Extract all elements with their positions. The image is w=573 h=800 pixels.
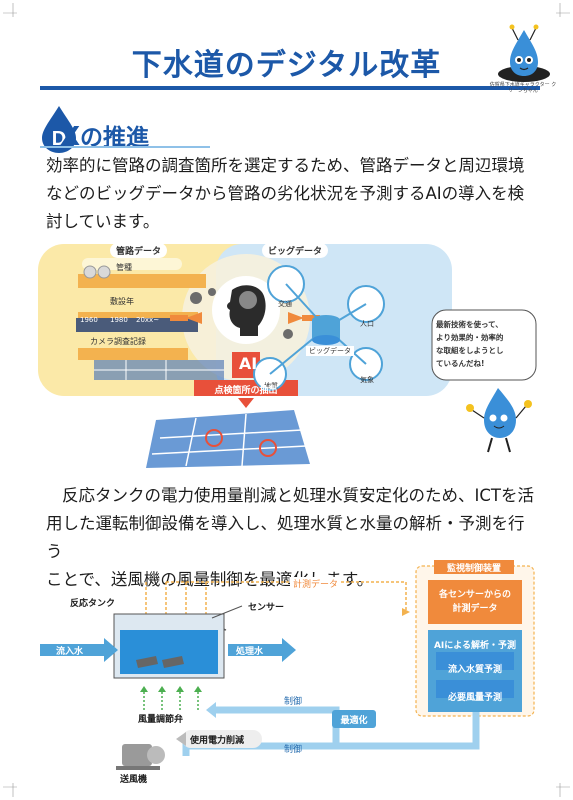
- heading-underline: [40, 146, 210, 148]
- water-quality-prediction: 流入水質予測: [447, 665, 502, 675]
- population-label: 人口: [360, 320, 374, 328]
- traffic-label: 交通: [278, 300, 292, 308]
- svg-text:D: D: [52, 128, 66, 150]
- air-valve-label: 風量調節弁: [138, 715, 184, 725]
- control-label: 制御: [284, 697, 303, 707]
- ai-analysis-label: AIによる解析・予測: [433, 641, 517, 651]
- ai-label: AI: [238, 354, 258, 373]
- sensor-label: センサー: [248, 603, 285, 613]
- inflow-label: 流入水: [56, 647, 84, 657]
- mascot-caption: 佐賀県下水道キャラクター クリーンちゃん: [489, 82, 557, 94]
- paragraph-line: 効率的に管路の調査箇所を選定するため、管路データと周辺環境: [46, 156, 525, 175]
- paragraph-line: 討しています。: [46, 212, 160, 231]
- blower-label: 送風機: [120, 775, 148, 785]
- speech-line: ているんだね!: [436, 359, 485, 368]
- paragraph-line: 用した運転制御設備を導入し、処理水質と水量の解析・予測を行う: [46, 514, 525, 561]
- year-label: 1960: [80, 316, 98, 324]
- reaction-tank-label: 反応タンク: [70, 599, 116, 609]
- speech-line: より効果的・効率的: [436, 333, 504, 342]
- speech-line: な取組をしようとし: [436, 346, 504, 355]
- install-year-label: 敷設年: [110, 297, 134, 306]
- speech-bubble: 最新技術を使って、 より効果的・効率的 な取組をしようとし ているんだね!: [436, 318, 532, 370]
- geology-label: 地質: [264, 382, 278, 390]
- inspection-extraction-label: 点検箇所の抽出: [214, 386, 278, 396]
- crop-mark: [556, 3, 570, 17]
- aeration-control-diagram: [40, 560, 535, 770]
- title-underline: [40, 86, 540, 90]
- sensor-data-box: 各センサーからの 計測データ: [428, 588, 522, 616]
- pipe-data-label: 管路データ: [110, 243, 168, 258]
- crop-mark: [3, 3, 17, 17]
- outflow-label: 処理水: [236, 647, 264, 657]
- year-label: 1980: [110, 316, 128, 324]
- crop-mark: [556, 783, 570, 797]
- speech-line: 最新技術を使って、: [436, 320, 503, 329]
- crop-mark: [3, 783, 17, 797]
- pipe-type-label: 管種: [116, 263, 132, 272]
- mascot-icon: [498, 24, 550, 82]
- camera-record-label: カメラ調査記録: [90, 337, 146, 346]
- intro-paragraph: 効率的に管路の調査箇所を選定するため、管路データと周辺環境 などのビッグデータか…: [46, 152, 536, 236]
- sensor-data-line: 各センサーからの: [438, 590, 511, 600]
- water-drop-icon: D: [42, 106, 76, 153]
- power-reduction-label: 使用電力削減: [190, 736, 245, 746]
- air-volume-prediction: 必要風量予測: [447, 693, 502, 703]
- optimize-label: 最適化: [340, 716, 368, 726]
- big-data-label: ビッグデータ: [262, 243, 329, 258]
- page-title: 下水道のデジタル改革: [131, 48, 442, 83]
- monitor-title: 監視制御装置: [446, 564, 501, 574]
- control-label: 制御: [284, 745, 303, 755]
- paragraph-line: などのビッグデータから管路の劣化状況を予測するAIの導入を検: [46, 184, 525, 203]
- big-data-center-label: ビッグデータ: [306, 346, 354, 356]
- weather-label: 気象: [360, 376, 374, 384]
- year-label: 20xx~: [136, 316, 160, 324]
- sensor-data-line: 計測データ: [452, 604, 498, 614]
- measurement-data-label: 計測データ: [290, 577, 342, 590]
- ai-prediction-diagram: [38, 244, 537, 468]
- paragraph-line: 反応タンクの電力使用量削減と処理水質安定化のため、ICTを活: [62, 486, 534, 505]
- ict-paragraph: 反応タンクの電力使用量削減と処理水質安定化のため、ICTを活 用した運転制御設備…: [46, 482, 536, 594]
